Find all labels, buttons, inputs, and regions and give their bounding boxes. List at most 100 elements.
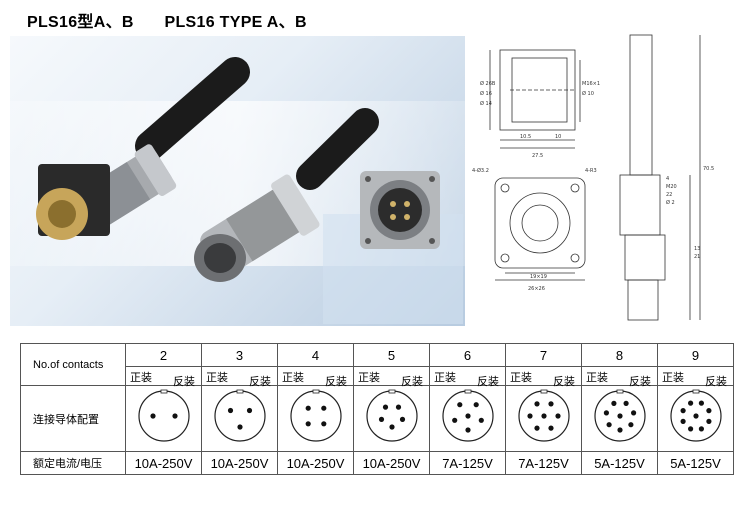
mount-rear-label: 反装: [553, 376, 575, 388]
mount-cell: 正装 反装: [125, 366, 202, 388]
config-header: 连接导体配置: [20, 385, 126, 452]
side-dim-6: 10.5: [520, 134, 531, 140]
pin-diagram-7: [505, 385, 582, 452]
contacts-6: 6: [429, 343, 506, 367]
rating-7: 7A-125V: [505, 451, 582, 475]
mount-front-label: 正装: [282, 372, 304, 384]
key-notch: [692, 389, 699, 394]
pin-diagram-4: [277, 385, 354, 452]
pin-diagram-8: [581, 385, 658, 452]
connector-face: [289, 390, 342, 442]
key-notch: [160, 389, 167, 394]
contacts-2: 2: [125, 343, 202, 367]
contacts-9: 9: [657, 343, 734, 367]
contact-pin: [547, 425, 554, 431]
rating-2: 10A-250V: [125, 451, 202, 475]
contact-pin: [451, 417, 457, 423]
contacts-7: 7: [505, 343, 582, 367]
side-dim-2: Ø 16: [480, 90, 492, 97]
mount-rear-label: 反装: [477, 376, 499, 388]
long-dim-2: M20: [666, 184, 677, 190]
mount-cell: 正装 反装: [429, 366, 506, 388]
contact-pin: [687, 426, 693, 432]
contact-pin: [603, 410, 609, 416]
connector-photo-illustration: [36, 57, 440, 282]
contact-pin: [705, 408, 711, 414]
front-dim-2: 4-R3: [585, 168, 597, 174]
contact-pin: [623, 400, 629, 406]
contact-pin: [456, 402, 462, 408]
contact-pin: [627, 422, 633, 428]
mount-rear-label: 反装: [325, 376, 347, 388]
side-dim-3: Ø 14: [480, 100, 492, 107]
mount-front-label: 正装: [130, 372, 152, 384]
contact-pin: [378, 416, 384, 422]
product-photo: [10, 36, 465, 326]
mount-cell: 正装 反装: [277, 366, 354, 388]
mount-front-label: 正装: [434, 372, 456, 384]
side-dim-5: Ø 10: [582, 90, 594, 97]
contact-pin: [680, 418, 686, 424]
contact-pin: [464, 427, 471, 433]
mount-rear-label: 反装: [705, 376, 727, 388]
mount-rear-label: 反装: [629, 376, 651, 388]
rating-row: 额定电流/电压 10A-250V 10A-250V 10A-250V 10A-2…: [20, 451, 734, 475]
long-dim-7: 70.5: [703, 166, 714, 172]
mount-row: 正装反装 正装反装 正装反装 正装反装 正装反装 正装反装 正装反装 正装反装: [21, 366, 734, 388]
long-dim-1: 4: [666, 176, 669, 182]
rating-header: 额定电流/电压: [20, 451, 126, 475]
connector-face: [137, 390, 190, 442]
title-en: PLS16 TYPE A、B: [164, 14, 307, 31]
mount-front-label: 正装: [510, 372, 532, 384]
side-dim-8: 27.5: [532, 153, 543, 159]
long-dim-6: 21: [694, 254, 700, 260]
mount-cell: 正装反装: [657, 366, 734, 388]
page-title: PLS16型A、B PLS16 TYPE A、B: [27, 8, 307, 32]
mount-rear-label: 反装: [401, 376, 423, 388]
rating-9: 5A-125V: [657, 451, 734, 475]
contact-pin: [320, 405, 326, 411]
contact-pin: [547, 401, 554, 407]
technical-drawing: Ø 26B Ø 16 Ø 14 M16×1 Ø 10 10.5 10 27.5 …: [472, 34, 714, 321]
front-dim-4: 26×26: [528, 286, 545, 292]
contact-pin: [395, 404, 401, 410]
contact-pin: [473, 402, 479, 408]
connector-face: [213, 390, 266, 442]
rating-4: 10A-250V: [277, 451, 354, 475]
contacts-8: 8: [581, 343, 658, 367]
rating-8: 5A-125V: [581, 451, 658, 475]
rating-3: 10A-250V: [201, 451, 278, 475]
rating-5: 10A-250V: [353, 451, 430, 475]
long-dim-3: 22: [666, 192, 672, 198]
key-notch: [616, 389, 623, 394]
key-notch: [388, 389, 395, 394]
key-notch: [540, 389, 547, 394]
mount-rear-label: 反装: [173, 376, 195, 388]
contacts-row: No.of contacts 2 3 4 5 6 7 8 9: [20, 343, 734, 386]
contact-pin: [698, 400, 704, 406]
contact-pin: [388, 424, 395, 430]
connector-face: [365, 390, 418, 442]
side-dim-1: Ø 26B: [480, 80, 496, 87]
pin-diagram-3: [201, 385, 278, 452]
contact-pin: [606, 422, 612, 428]
contact-pin: [382, 404, 388, 410]
title-cn: PLS16型A、B: [27, 14, 134, 31]
pin-diagram-2: [125, 385, 202, 452]
contacts-5: 5: [353, 343, 430, 367]
mount-rear-label: 反装: [249, 376, 271, 388]
contact-pin: [399, 416, 405, 422]
contact-pin: [610, 400, 616, 406]
contact-pin: [478, 417, 484, 423]
contact-pin: [227, 407, 233, 414]
contact-pin: [533, 425, 540, 431]
contact-pin: [305, 405, 311, 411]
contacts-header: No.of contacts: [20, 343, 126, 386]
contacts-4: 4: [277, 343, 354, 367]
key-notch: [312, 389, 319, 394]
front-dim-1: 4-Ø3.2: [472, 167, 489, 174]
contact-pin: [692, 413, 699, 419]
contact-pin: [236, 424, 243, 430]
pin-diagram-9: [657, 385, 734, 452]
key-notch: [236, 389, 243, 394]
